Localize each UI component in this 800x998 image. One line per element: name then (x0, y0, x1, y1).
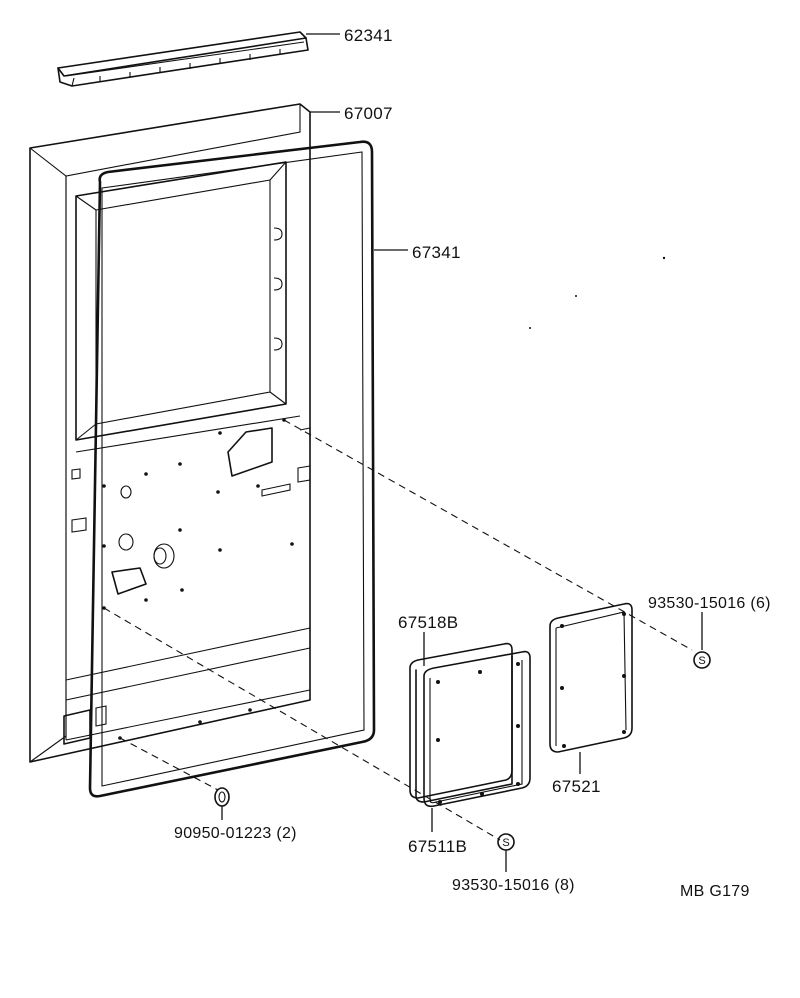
alignment-lines (103, 419, 693, 841)
circled-s-icon: S (497, 833, 515, 851)
label-62341: 62341 (344, 26, 393, 45)
door-panel-67007 (29, 103, 311, 763)
weatherstrip-67341 (88, 140, 376, 798)
screw-mark-bottom: S (502, 837, 509, 849)
leader-lines (221, 33, 703, 872)
circled-s-icon: S (693, 651, 711, 669)
cover-board-67518b (409, 642, 513, 803)
figure-code: MB G179 (680, 883, 750, 900)
label-67511b: 67511B (408, 837, 467, 856)
label-67521: 67521 (552, 777, 601, 796)
label-67518b: 67518B (398, 613, 458, 632)
label-93530-8: 93530-15016 (8) (452, 877, 575, 894)
cover-board-67521 (549, 602, 633, 753)
label-93530-6: 93530-15016 (6) (648, 595, 771, 612)
label-90950: 90950-01223 (2) (174, 825, 297, 842)
scan-speck (529, 327, 531, 329)
cover-board-67511b (423, 650, 531, 808)
label-67341: 67341 (412, 243, 461, 262)
screw-mark-right: S (698, 655, 705, 667)
scan-speck (662, 256, 666, 260)
scan-speck (575, 295, 577, 297)
label-67007: 67007 (344, 104, 393, 123)
moulding-strip-62341 (57, 31, 309, 87)
hole-plug-icon (214, 787, 230, 807)
